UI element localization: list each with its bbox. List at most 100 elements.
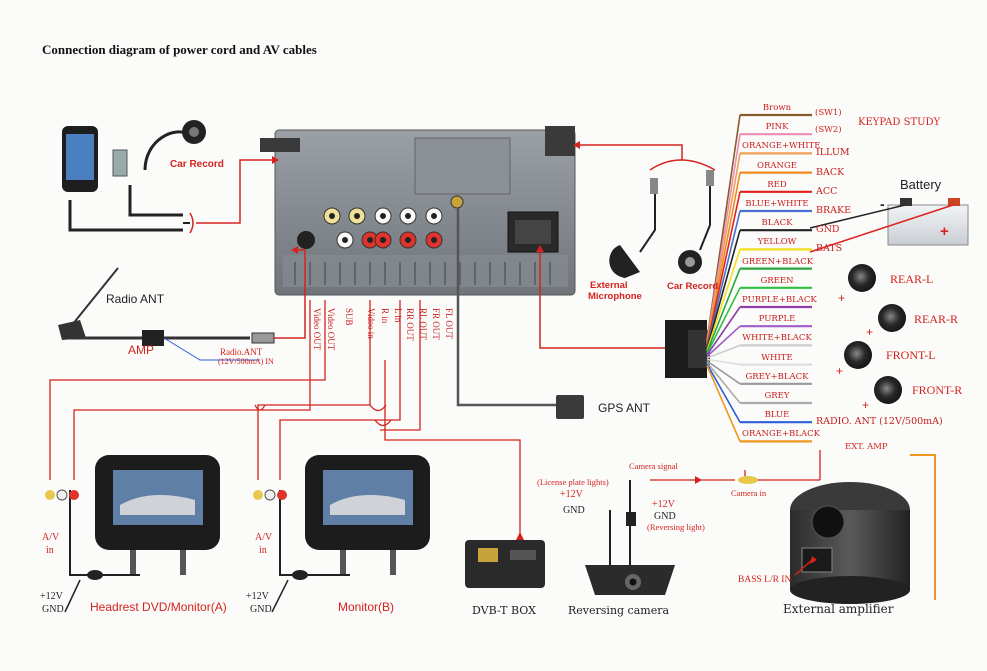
external-amplifier-label: External amplifier — [783, 602, 894, 616]
monitor-b-av-in-1: A/V — [255, 532, 273, 543]
battery-minus: - — [880, 196, 885, 212]
reversing-camera-label: Reversing camera — [568, 604, 670, 617]
wire-color-label: PURPLE+BLACK — [742, 295, 817, 305]
mic-group — [573, 141, 716, 278]
wire-color-label: PINK — [765, 122, 789, 133]
gps-ant-label: GPS ANT — [598, 401, 651, 415]
head-unit — [260, 126, 576, 296]
monitor-a-av-in-1: A/V — [42, 532, 60, 543]
speaker-plus-2: + — [866, 325, 874, 339]
wire-function-label: BATS — [816, 243, 843, 255]
harness-wire — [706, 287, 741, 354]
radio-antenna-group — [58, 246, 306, 361]
monitor-a-label: Headrest DVD/Monitor(A) — [90, 600, 227, 614]
reversing-light-label: (Reversing light) — [647, 522, 705, 532]
bass-in-label: BASS L/R IN — [738, 575, 792, 585]
battery-label: Battery — [900, 177, 942, 192]
amplifier-graphic — [790, 482, 910, 604]
keypad-study-label: KEYPAD STUDY — [858, 117, 941, 128]
speaker-rear-r-label: REAR-R — [914, 312, 959, 326]
harness-wire — [706, 361, 741, 404]
car-record-label-left: Car Record — [170, 159, 224, 170]
speaker-plus-1: + — [838, 291, 846, 305]
wire-color-label: GREY+BLACK — [745, 371, 809, 382]
dvbt-label: DVB-T BOX — [472, 604, 536, 617]
wire-color-label: GREEN+BLACK — [742, 256, 814, 267]
monitor-b-gnd: GND — [250, 604, 272, 615]
port-r-in: R in — [380, 308, 390, 324]
monitor-b-label: Monitor(B) — [338, 600, 395, 614]
wire-color-label: PURPLE — [758, 314, 796, 325]
wire-color-label: BLUE+WHITE — [745, 199, 809, 209]
camera-gnd-b: GND — [654, 511, 676, 522]
car-record-label-right: Car Record — [667, 281, 719, 292]
harness-group — [536, 113, 936, 600]
phone-usb-group — [62, 120, 279, 234]
monitor-b-av-in-2: in — [259, 545, 267, 556]
wire-function-label: ILLUM — [816, 147, 850, 159]
camera-12v-b: +12V — [652, 499, 675, 510]
camera-12v-a: +12V — [560, 489, 583, 500]
camera-in-label: Camera in — [731, 488, 767, 498]
harness-wire — [706, 210, 741, 348]
wire-color-label: WHITE — [761, 352, 793, 363]
port-l-in: L in — [393, 308, 403, 323]
radio-ant-label: Radio ANT — [106, 292, 165, 306]
amp-label: AMP — [128, 343, 155, 357]
wire-color-label: GREY — [764, 391, 790, 401]
speaker-plus-3: + — [836, 364, 844, 378]
port-rl-out: RL OUT — [418, 308, 428, 340]
port-video-in: Video in — [366, 308, 376, 339]
harness-wire — [706, 268, 741, 353]
monitor-b-graphic — [253, 455, 430, 613]
harness-wire — [706, 325, 741, 358]
port-rr-out: RR OUT — [405, 308, 415, 341]
wire-color-label: RED — [767, 179, 787, 190]
wire-function-label: GND — [816, 224, 840, 236]
radio-ant-in-label-1: Radio.ANT — [220, 347, 263, 357]
harness-wire — [706, 153, 741, 344]
wire-function-label: BACK — [816, 166, 845, 178]
wire-function-label: RADIO. ANT (12V/500mA) — [816, 416, 943, 428]
external-microphone-label-1: External — [590, 280, 628, 291]
harness-wire — [706, 358, 741, 366]
port-video-out-2: Video OUT — [326, 308, 336, 351]
monitor-a-graphic — [45, 455, 220, 613]
sw1-label: (SW1) — [815, 108, 842, 118]
wire-color-label: Brown — [762, 103, 792, 113]
monitor-b-12v: +12V — [246, 591, 269, 602]
monitor-a-gnd: GND — [42, 604, 64, 615]
radio-ant-in-label-2: (12V/500mA) IN — [218, 357, 274, 366]
wire-color-label: ORANGE+WHITE — [742, 141, 821, 152]
wire-color-label: WHITE+BLACK — [742, 333, 812, 344]
harness-wire — [706, 363, 741, 423]
harness-wire — [706, 229, 741, 350]
port-fr-out: FR OUT — [431, 308, 441, 340]
harness-wire — [706, 360, 741, 385]
dvbt-graphic — [465, 532, 545, 588]
speakers — [844, 264, 906, 404]
harness-wire — [706, 365, 741, 442]
monitor-a-av-in-2: in — [46, 545, 54, 556]
harness-wire — [706, 191, 741, 347]
speaker-plus-4: + — [862, 398, 870, 412]
wire-color-label: YELLOW — [757, 237, 797, 248]
rca-jacks — [297, 195, 464, 249]
wire-function-label: BRAKE — [816, 205, 852, 216]
harness-wire — [706, 172, 741, 345]
external-microphone-label-2: Microphone — [588, 291, 642, 302]
port-video-out-1: Video OUT — [312, 308, 322, 351]
speaker-front-l-label: FRONT-L — [886, 348, 936, 362]
camera-gnd-a: GND — [563, 505, 585, 516]
sw2-label: (SW2) — [815, 125, 842, 135]
license-plate-label: (License plate lights) — [537, 477, 609, 487]
wire-color-label: GREEN — [760, 275, 794, 286]
port-fl-out: FL OUT — [444, 308, 454, 339]
diagram-title: Connection diagram of power cord and AV … — [42, 42, 317, 57]
wire-function-label: ACC — [816, 185, 838, 197]
monitor-a-12v: +12V — [40, 591, 63, 602]
wire-color-label: BLACK — [761, 218, 793, 229]
wire-color-label: ORANGE — [757, 160, 797, 171]
